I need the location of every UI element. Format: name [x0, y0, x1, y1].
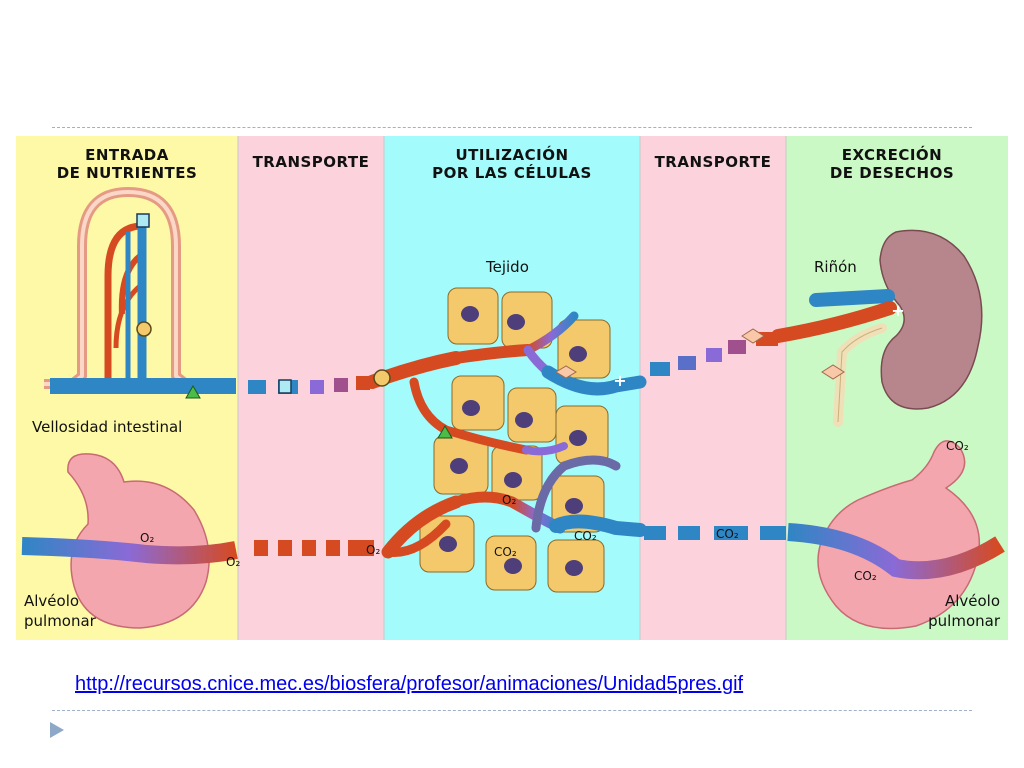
tissue-triangle-marker	[437, 425, 453, 439]
renal-vein	[809, 289, 895, 307]
label-alveolo-left-1: Alvéolo	[24, 592, 79, 610]
tissue-circle-marker	[373, 369, 391, 387]
transport-square-marker	[278, 379, 292, 394]
gas-co2-tissue-vessel: CO₂	[574, 529, 597, 543]
circulation-diagram: ENTRADA DE NUTRIENTES TRANSPORTE UTILIZA…	[16, 136, 1008, 640]
tissue-diamond-marker	[555, 365, 577, 379]
intestinal-villus	[44, 187, 216, 389]
bottom-divider	[52, 710, 972, 711]
transport-diamond-marker	[741, 328, 765, 344]
gas-co2-expelled: CO₂	[946, 439, 969, 453]
renal-artery	[771, 301, 897, 343]
nutrient-square-marker	[136, 213, 150, 228]
source-link[interactable]: http://recursos.cnice.mec.es/biosfera/pr…	[75, 673, 744, 695]
gas-co2-tissue-inner: CO₂	[494, 545, 517, 559]
plus-marker-tissue: +	[613, 371, 626, 390]
gas-o2-transport-left-2: O₂	[366, 543, 380, 557]
label-alveolo-right-1: Alvéolo	[945, 592, 1000, 610]
top-divider	[52, 127, 972, 128]
gas-o2-transport-left: O₂	[226, 555, 240, 569]
gas-co2-alveolus-right: CO₂	[854, 569, 877, 583]
panel-transporte-right	[640, 136, 786, 640]
header-transporte-left: TRANSPORTE	[253, 153, 370, 171]
label-tejido: Tejido	[485, 258, 529, 276]
header-utilizacion-line2: POR LAS CÉLULAS	[432, 163, 592, 182]
header-utilizacion-line1: UTILIZACIÓN	[455, 145, 568, 164]
kidney	[833, 229, 983, 427]
header-entrada-line1: ENTRADA	[85, 146, 169, 164]
label-alveolo-right-2: pulmonar	[928, 612, 1001, 630]
lower-capillary-network	[381, 455, 647, 559]
kidney-diamond-marker	[821, 364, 845, 380]
label-rinon: Riñón	[814, 258, 857, 276]
dashed-vessel-bottom-left	[254, 540, 374, 556]
label-vellosidad: Vellosidad intestinal	[32, 418, 182, 436]
header-excrecion-line2: DE DESECHOS	[830, 164, 954, 182]
gas-o2-tissue: O₂	[502, 493, 516, 507]
gas-co2-transport-right: CO₂	[716, 527, 739, 541]
nutrient-circle-marker	[136, 321, 152, 337]
header-transporte-right: TRANSPORTE	[655, 153, 772, 171]
slide-bullet-icon	[50, 722, 64, 738]
nutrient-triangle-marker	[185, 385, 201, 399]
alveolus-right	[817, 440, 981, 630]
header-excrecion-line1: EXCRECIÓN	[842, 145, 942, 164]
label-alveolo-left-2: pulmonar	[24, 612, 97, 630]
vessel-through-left-alveolus	[21, 537, 238, 565]
gas-o2-alveolus-left: O₂	[140, 531, 154, 545]
dashed-vessel-bottom-right	[644, 526, 786, 540]
vessel-through-right-alveolus	[787, 523, 1005, 580]
header-entrada-line2: DE NUTRIENTES	[57, 164, 198, 182]
plus-marker-kidney: +	[891, 301, 904, 320]
